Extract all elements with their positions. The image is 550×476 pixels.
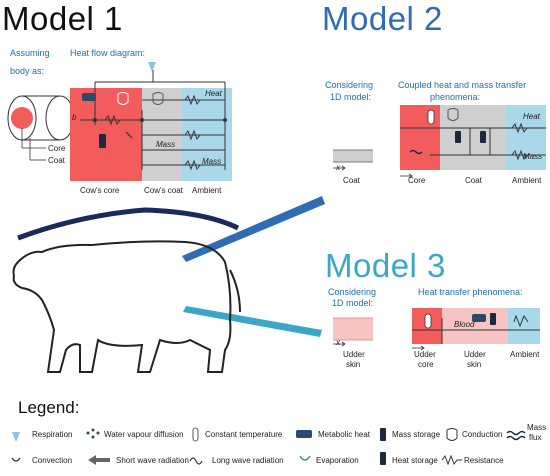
core-label: Core: [48, 144, 66, 153]
m2-coupled: Coupled heat and mass transfer: [398, 80, 527, 90]
coat-label: Coat: [48, 156, 65, 165]
mass-label-2: Mass: [202, 157, 222, 166]
m3-udder-core-1: Udder: [414, 350, 436, 359]
legend-metabolic: Metabolic heat: [318, 430, 371, 439]
legend-respiration: Respiration: [32, 430, 73, 439]
legend-constant-temp: Constant temperature: [205, 430, 283, 439]
heat-label: Heat: [205, 89, 222, 98]
long-wave-icon: [189, 457, 203, 465]
legend-water-vapour: Water vapour diffusion: [104, 430, 184, 439]
heat-flow-label: Heat flow diagram:: [70, 48, 146, 58]
legend-short-wave: Short wave radiation: [116, 456, 189, 465]
m2-core-caption: Core: [408, 176, 426, 185]
water-vapour-icon: [86, 428, 100, 439]
short-wave-icon: [88, 455, 110, 465]
model3-heat-transfer: [412, 308, 540, 351]
model3-beam: [183, 306, 322, 337]
legend-heat-storage: Heat storage: [392, 456, 438, 465]
model2-1d: [333, 149, 373, 171]
core-circle: [11, 107, 33, 129]
legend-title: Legend:: [18, 398, 80, 417]
thermometer-icon: [192, 427, 199, 442]
cow-silhouette: [12, 240, 241, 373]
m2-1d-model: 1D model:: [330, 92, 372, 102]
legend-flux: flux: [529, 433, 542, 442]
convection-icon: [11, 457, 21, 462]
resistance-icon: [441, 454, 462, 466]
m3-udder-skin-b2: skin: [467, 360, 482, 369]
legend-evaporation: Evaporation: [316, 456, 359, 465]
m2-ambient-caption: Ambient: [512, 176, 542, 185]
model2-coupled: [400, 105, 546, 179]
assuming-label: Assuming: [10, 48, 50, 58]
brace: [17, 207, 240, 241]
cow-metabolic-icon: [296, 430, 312, 438]
b-label: b: [72, 113, 77, 122]
m2-considering: Considering: [325, 80, 374, 90]
m2-coat-small: Coat: [343, 176, 360, 185]
body-cylinder: [7, 95, 75, 161]
conduction-icon: [117, 92, 129, 105]
metabolic-heat-icon: [82, 93, 96, 101]
m3-udder-core-2: core: [418, 360, 434, 369]
model2-title: Model 2: [322, 0, 443, 37]
legend-mass-storage: Mass storage: [392, 430, 441, 439]
model3-title: Model 3: [325, 247, 446, 284]
mass-flux-icon: [506, 430, 526, 441]
legend-convection: Convection: [32, 456, 73, 465]
cows-core-caption: Cow's core: [80, 186, 120, 195]
cows-coat-caption: Cow's coat: [144, 186, 183, 195]
heat-storage-icon: [380, 452, 386, 465]
model2-beam: [182, 196, 325, 262]
heat-flow-diagram: [70, 62, 232, 181]
m2-x-small: x: [336, 163, 340, 172]
m2-mass: Mass: [523, 152, 543, 161]
legend-conduction: Conduction: [462, 430, 503, 439]
m3-x-small: x: [336, 338, 340, 347]
constant-temperature-icon: [427, 109, 435, 125]
m3-udder-skin-1: Udder: [343, 350, 365, 359]
mass-label: Mass: [156, 140, 176, 149]
m2-coat-caption: Coat: [465, 176, 482, 185]
model3-1d: [333, 317, 373, 347]
m3-udder-skin-b1: Udder: [464, 350, 486, 359]
m3-ambient: Ambient: [510, 350, 540, 359]
legend-resistance: Resistance: [464, 456, 504, 465]
mass-storage-icon: [480, 131, 486, 143]
ambient-caption: Ambient: [192, 186, 222, 195]
conduction-icon: [446, 428, 458, 441]
evaporation-icon: [299, 455, 311, 461]
respiration-icon: [12, 432, 20, 442]
m3-udder-skin-2: skin: [346, 360, 361, 369]
legend-long-wave: Long wave radiation: [212, 456, 284, 465]
m3-1d-model: 1D model:: [332, 298, 374, 308]
mass-storage-icon: [380, 428, 386, 441]
m3-blood: Blood: [454, 320, 475, 329]
m2-heat: Heat: [523, 112, 540, 121]
heat-storage-icon: [99, 134, 106, 148]
model1-title: Model 1: [2, 0, 123, 37]
m3-considering: Considering: [328, 287, 377, 297]
m2-phenomena: phenomena:: [430, 92, 481, 102]
body-as-label: body as:: [10, 66, 45, 76]
legend-mass: Mass: [527, 423, 547, 432]
cows-core-region: [70, 88, 142, 181]
m3-heat-transfer: Heat transfer phenomena:: [418, 287, 523, 297]
respiration-icon: [148, 62, 156, 72]
